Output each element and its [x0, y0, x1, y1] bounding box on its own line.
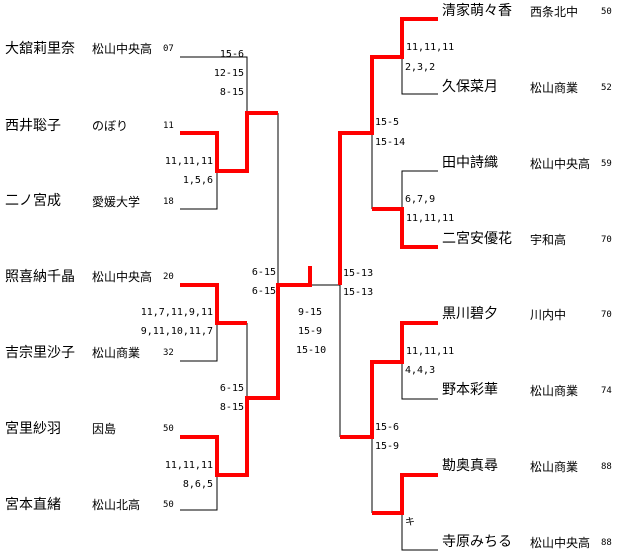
- match-score: 15-5: [375, 117, 400, 128]
- player-name: 二宮安優花: [442, 231, 512, 247]
- match-score: 15-6: [375, 422, 400, 433]
- player-name: 久保菜月: [442, 79, 498, 95]
- match-score: 15-13: [343, 287, 374, 298]
- match-score: 9,11,10,11,7: [140, 326, 213, 337]
- final-score: 15-10: [296, 345, 327, 356]
- player-number: 50: [601, 7, 612, 17]
- player-number: 74: [601, 386, 612, 396]
- match-score: 15-13: [343, 268, 374, 279]
- match-score: 8-15: [219, 87, 244, 98]
- player-number: 07: [163, 44, 174, 54]
- player-school: 川内中: [530, 308, 567, 322]
- player-number: 52: [601, 83, 612, 93]
- player-school: 松山商業: [530, 460, 579, 474]
- match-score: 6,7,9: [405, 194, 436, 205]
- player-school: 宇和高: [530, 233, 567, 247]
- player-name: 清家萌々香: [442, 3, 512, 19]
- match-score: 11,11,11: [164, 156, 213, 167]
- player-number: 18: [163, 197, 174, 207]
- player-school: 松山北高: [92, 498, 141, 512]
- match-score: 11,11,11: [164, 460, 213, 471]
- match-score: 8-15: [219, 402, 244, 413]
- player-school: 松山中央高: [92, 42, 153, 56]
- player-name: 照喜納千晶: [5, 269, 75, 285]
- player-name: 寺原みちる: [442, 534, 512, 550]
- player-name: 大舘莉里奈: [5, 41, 75, 57]
- match-score: 15-6: [219, 49, 244, 60]
- player-school: 愛媛大学: [92, 195, 141, 209]
- match-score: 6-15: [251, 267, 276, 278]
- match-score: 6-15: [251, 286, 276, 297]
- player-number: 88: [601, 462, 612, 472]
- player-name: 宮本直緒: [5, 497, 61, 513]
- player-name: 宮里紗羽: [5, 421, 61, 437]
- player-school: 松山商業: [530, 384, 579, 398]
- player-school: 松山商業: [530, 81, 579, 95]
- match-score: 12-15: [213, 68, 244, 79]
- match-score: 1,5,6: [182, 175, 213, 186]
- player-number: 11: [163, 121, 174, 131]
- player-number: 70: [601, 235, 612, 245]
- player-name: 田中詩織: [442, 155, 498, 171]
- match-score: キ: [405, 517, 415, 528]
- player-school: 因島: [92, 422, 117, 436]
- player-number: 59: [601, 159, 612, 169]
- player-name: 西井聡子: [5, 118, 61, 134]
- match-score: 11,7,11,9,11: [140, 307, 213, 318]
- match-score: 11,11,11: [406, 346, 455, 357]
- player-school: 西条北中: [530, 5, 579, 19]
- match-score: 4,4,3: [405, 365, 436, 376]
- player-school: のぼり: [92, 119, 129, 133]
- player-name: 吉宗里沙子: [5, 345, 75, 361]
- player-number: 50: [163, 500, 174, 510]
- match-score: 8,6,5: [182, 479, 213, 490]
- player-name: 野本彩華: [442, 382, 498, 398]
- player-name: 勘奥真尋: [442, 458, 498, 474]
- player-school: 松山中央高: [92, 270, 153, 284]
- match-score: 11,11,11: [406, 213, 455, 224]
- match-score: 6-15: [219, 383, 244, 394]
- match-score: 15-9: [375, 441, 400, 452]
- match-score: 11,11,11: [406, 42, 455, 53]
- player-number: 32: [163, 348, 174, 358]
- player-school: 松山中央高: [530, 157, 591, 171]
- player-number: 20: [163, 272, 174, 282]
- final-score: 9-15: [298, 307, 323, 318]
- player-name: 黒川碧夕: [442, 306, 498, 322]
- player-name: 二ノ宮成: [5, 193, 61, 209]
- final-score: 15-9: [298, 326, 323, 337]
- player-school: 松山中央高: [530, 536, 591, 550]
- match-score: 15-14: [375, 137, 406, 148]
- player-number: 50: [163, 424, 174, 434]
- match-score: 2,3,2: [405, 62, 436, 73]
- player-school: 松山商業: [92, 346, 141, 360]
- player-number: 70: [601, 310, 612, 320]
- player-number: 88: [601, 538, 612, 548]
